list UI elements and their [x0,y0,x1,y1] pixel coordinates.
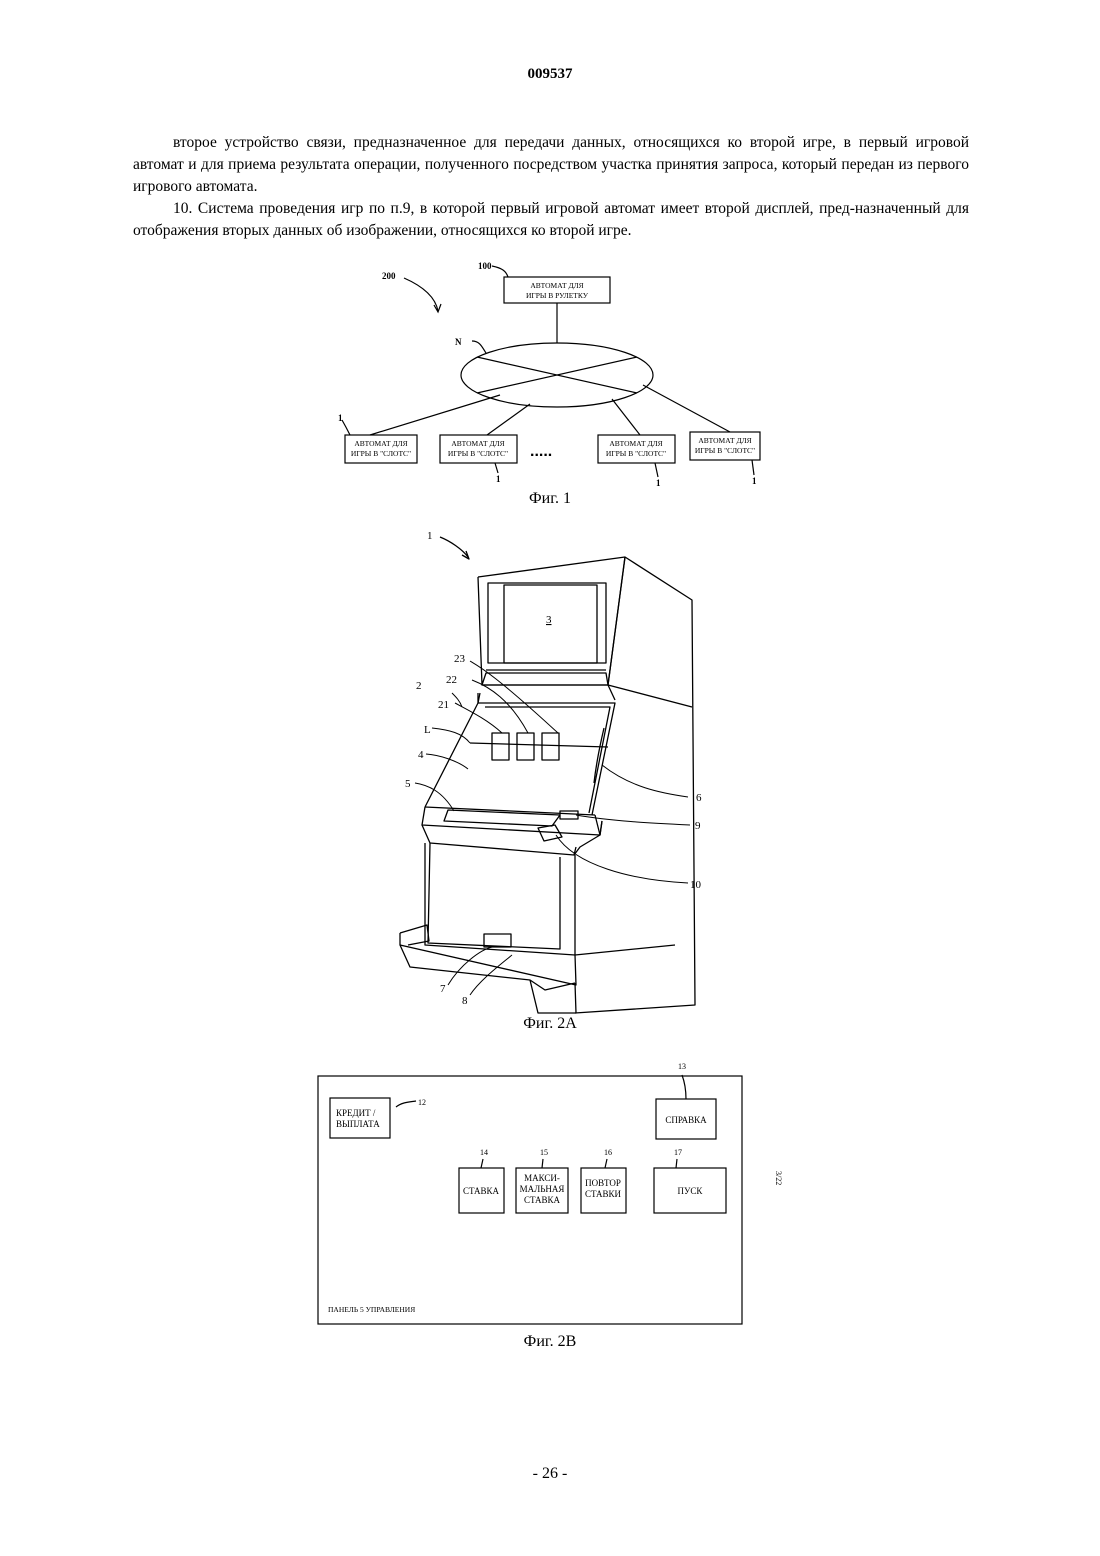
slot-machine-label: АВТОМАТ ДЛЯ [354,439,407,448]
slot-machine-label: АВТОМАТ ДЛЯ [609,439,662,448]
ref-21: 21 [438,699,449,711]
control-panel-label: ПАНЕЛЬ 5 УПРАВЛЕНИЯ [328,1305,415,1314]
max-bet-label: МАЛЬНАЯ [520,1184,565,1194]
ref-2: 2 [416,680,422,692]
credit-payout-label: ВЫПЛАТА [336,1119,380,1129]
paragraph: 10. Система проведения игр по п.9, в кот… [133,198,969,242]
figure-1-caption: Фиг. 1 [450,490,650,508]
ref-200: 200 [382,271,396,281]
roulette-machine-label: ИГРЫ В РУЛЕТКУ [526,291,589,300]
ref-13: 13 [678,1062,686,1071]
ref-l: L [424,724,431,736]
ref-4: 4 [418,749,424,761]
figure-2b-control-panel: КРЕДИТ / ВЫПЛАТА 12 СПРАВКА 13 СТАВКА 14… [310,1055,790,1330]
ref-1: 1 [752,476,757,486]
figure-2a-slot-machine: 1 3 23 22 2 21 L 4 5 6 9 10 7 8 [370,525,740,1015]
roulette-machine-label: АВТОМАТ ДЛЯ [530,281,583,290]
ref-23: 23 [454,653,466,665]
ref-5: 5 [405,778,411,790]
ref-22: 22 [446,674,457,686]
credit-payout-label: КРЕДИТ / [336,1108,376,1118]
ref-9: 9 [695,820,701,832]
document-number: 009537 [0,66,1100,83]
ref-1: 1 [656,478,661,488]
ref-15: 15 [540,1148,548,1157]
figure-2b-caption: Фиг. 2В [450,1333,650,1351]
ref-10: 10 [690,879,702,891]
ref-1: 1 [496,474,501,484]
ref-8: 8 [462,995,468,1007]
help-label: СПРАВКА [665,1115,707,1125]
side-code: 3/22 [774,1171,783,1185]
slot-machine-label: ИГРЫ В "СЛОТС" [695,446,755,455]
ref-7: 7 [440,983,446,995]
repeat-bet-label: СТАВКИ [585,1189,622,1199]
ref-100: 100 [478,261,492,271]
slot-machine-label: АВТОМАТ ДЛЯ [451,439,504,448]
ref-16: 16 [604,1148,612,1157]
ref-3-display: 3 [546,614,552,626]
start-label: ПУСК [678,1186,704,1196]
repeat-bet-label: ПОВТОР [585,1178,621,1188]
ref-1: 1 [427,530,433,542]
figure-2a-caption: Фиг. 2А [450,1015,650,1033]
ref-12: 12 [418,1098,426,1107]
ref-6: 6 [696,792,702,804]
ref-n: N [455,337,462,347]
ref-14: 14 [480,1148,488,1157]
slot-machine-label: ИГРЫ В "СЛОТС" [448,449,508,458]
slot-machine-label: ИГРЫ В "СЛОТС" [351,449,411,458]
max-bet-label: СТАВКА [524,1195,561,1205]
max-bet-label: МАКСИ- [524,1173,560,1183]
ellipsis: ..... [530,443,552,460]
ref-1: 1 [338,413,343,423]
slot-machine-label: АВТОМАТ ДЛЯ [698,436,751,445]
slot-machine-label: ИГРЫ В "СЛОТС" [606,449,666,458]
ref-17: 17 [674,1148,682,1157]
body-text: второе устройство связи, предназначенное… [133,132,969,242]
paragraph: второе устройство связи, предназначенное… [133,132,969,198]
figure-1-network-diagram: 200 100 N 1 1 1 1 АВТОМАТ ДЛЯ ИГРЫ В РУЛ… [320,255,790,490]
bet-label: СТАВКА [463,1186,500,1196]
page-number: - 26 - [0,1465,1100,1483]
